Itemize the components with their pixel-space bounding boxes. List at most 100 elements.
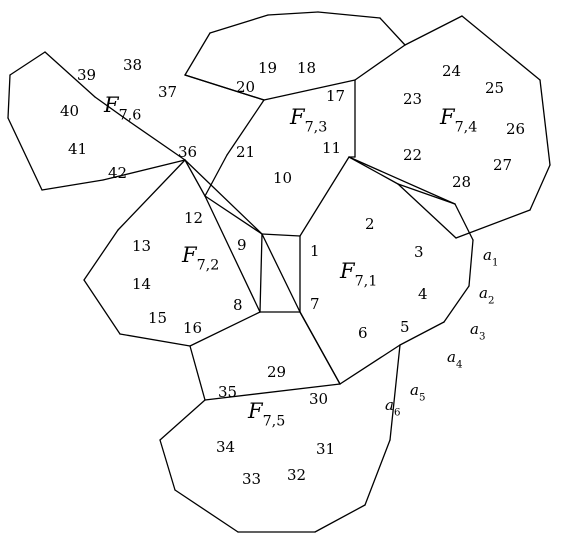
- vertex-number: 21: [236, 143, 255, 161]
- edge: [317, 11, 381, 19]
- outer-label: a5: [410, 381, 425, 403]
- edge: [94, 96, 131, 123]
- vertex-number: 37: [158, 83, 177, 101]
- edge: [189, 311, 261, 347]
- edge: [397, 183, 456, 205]
- edge: [468, 239, 474, 287]
- edge: [129, 121, 186, 161]
- edge: [184, 74, 265, 101]
- face-label: F7,4: [439, 105, 477, 135]
- face-label: F7,5: [247, 399, 285, 429]
- edge: [117, 159, 186, 231]
- edge: [529, 164, 551, 211]
- edge: [159, 399, 206, 441]
- vertex-number: 34: [216, 438, 235, 456]
- edge: [226, 99, 265, 156]
- outer-label: a6: [385, 396, 400, 418]
- edge: [159, 439, 176, 491]
- vertex-number: 39: [77, 66, 96, 84]
- edge: [204, 383, 341, 401]
- edge: [364, 439, 391, 506]
- vertex-number: 27: [493, 156, 512, 174]
- edge: [184, 159, 263, 235]
- edge: [259, 233, 263, 313]
- edge: [9, 51, 46, 76]
- edge: [204, 154, 228, 197]
- vertex-number: 38: [123, 56, 142, 74]
- outer-label: a2: [479, 284, 494, 306]
- edge: [348, 156, 399, 185]
- vertex-number: 6: [358, 324, 368, 342]
- vertex-number: 25: [485, 79, 504, 97]
- edge: [261, 233, 301, 237]
- vertex-number: 33: [242, 470, 261, 488]
- edge: [379, 17, 406, 46]
- edge: [299, 156, 350, 237]
- face-label: F7,2: [181, 243, 219, 273]
- vertex-number: 1: [310, 242, 320, 260]
- edge: [461, 15, 541, 81]
- vertex-number: 31: [316, 440, 335, 458]
- face-label: F7,1: [339, 259, 377, 289]
- edge: [204, 195, 263, 235]
- edge: [41, 179, 104, 191]
- vertex-number: 42: [108, 164, 127, 182]
- edge: [404, 15, 463, 46]
- edge: [7, 117, 43, 191]
- edge: [263, 79, 356, 101]
- vertex-number: 2: [365, 215, 375, 233]
- outer-label: a3: [470, 320, 485, 342]
- vertex-number: 10: [273, 169, 292, 187]
- edge: [102, 159, 186, 181]
- vertex-number: 15: [148, 309, 167, 327]
- vertex-number: 29: [267, 363, 286, 381]
- vertex-number: 8: [233, 296, 243, 314]
- vertex-number: 3: [414, 243, 424, 261]
- vertex-number: 13: [132, 237, 151, 255]
- vertex-number: 35: [218, 383, 237, 401]
- vertex-number: 17: [326, 87, 345, 105]
- edge: [44, 51, 96, 98]
- vertex-number: 7: [310, 295, 320, 313]
- vertex-number: 20: [236, 78, 255, 96]
- edge-layer: [7, 11, 551, 533]
- edge: [455, 209, 531, 239]
- vertex-number: 36: [178, 143, 197, 161]
- vertex-number: 4: [418, 285, 428, 303]
- vertex-number: 26: [506, 120, 525, 138]
- edge: [184, 159, 206, 197]
- edge: [397, 183, 457, 239]
- edge: [539, 79, 551, 166]
- edge: [189, 345, 206, 401]
- edge: [454, 203, 474, 241]
- edge: [399, 321, 445, 346]
- edge: [209, 14, 269, 34]
- edge: [267, 11, 319, 16]
- face-label: F7,6: [103, 93, 141, 123]
- vertex-number: 18: [297, 59, 316, 77]
- edge: [7, 74, 11, 119]
- vertex-number: 9: [237, 236, 247, 254]
- vertex-number: 19: [258, 59, 277, 77]
- vertex-number: 30: [309, 390, 328, 408]
- edge: [354, 44, 406, 81]
- edge: [83, 229, 119, 281]
- vertex-number: 11: [322, 139, 341, 157]
- edge: [174, 489, 239, 533]
- vertex-number: 5: [400, 318, 410, 336]
- edge: [204, 195, 261, 313]
- outer-label: a4: [447, 348, 462, 370]
- vertex-number: 14: [132, 275, 151, 293]
- vertex-number: 16: [183, 319, 202, 337]
- outer-label: a1: [483, 246, 498, 268]
- edge: [314, 504, 366, 533]
- vertex-number: 23: [403, 90, 422, 108]
- edge: [83, 279, 121, 335]
- vertex-number: 28: [452, 173, 471, 191]
- edge: [299, 311, 341, 385]
- edge: [184, 32, 211, 76]
- edge: [119, 333, 191, 347]
- vertex-number: 12: [184, 209, 203, 227]
